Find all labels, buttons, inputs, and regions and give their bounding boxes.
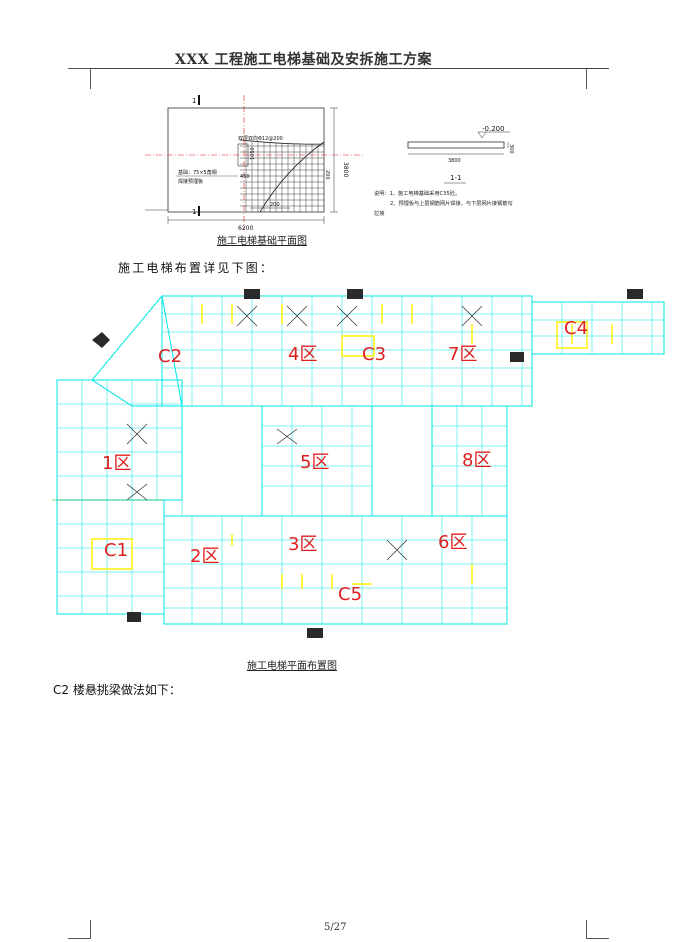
zone-label-3: 3区 [288, 534, 317, 555]
section-thickness-label: 300 [508, 144, 514, 154]
zone-label-5: 5区 [300, 452, 329, 473]
dim-200-horizontal-label: 200 [270, 202, 280, 208]
zone-label-4: 4区 [288, 344, 317, 365]
embed-note-line2: 焊接预埋板 [178, 178, 203, 185]
elevator-label-c1: C1 [104, 540, 128, 561]
elevator-label-c2: C2 [158, 346, 182, 367]
zone-label-1: 1区 [102, 453, 131, 474]
section-detail-drawing: -0.200 3800 300 1-1 [407, 125, 514, 184]
section-label: 1-1 [450, 174, 461, 182]
note-line-3: 拉接 [374, 209, 384, 217]
dim-1050-label: 1050 [250, 147, 256, 160]
opening-markers [126, 305, 483, 561]
yellow-columns [91, 304, 613, 589]
dim-height-label: 3800 [342, 162, 349, 177]
elevator-label-c3: C3 [362, 344, 386, 365]
section-mark-bottom: 1 [192, 208, 196, 216]
page-number: 5/27 [324, 922, 347, 933]
grid-lines [57, 296, 664, 624]
dim-450-label: 450 [240, 174, 250, 180]
foundation-plan-caption: 施工电梯基础平面图 [217, 236, 307, 247]
section-width-label: 3800 [448, 158, 461, 164]
elevator-label-c5: C5 [338, 584, 362, 605]
dim-width-label: 6200 [238, 225, 253, 232]
section-elevation: -0.200 [482, 125, 505, 133]
zone-label-8: 8区 [462, 450, 491, 471]
note-line-1: 说明：1、施工电梯基础采用C35砼。 [374, 189, 460, 197]
construction-notes: 说明：1、施工电梯基础采用C35砼。 2、预埋板与上层钢筋网片焊接，与下层网片接… [374, 189, 513, 217]
section-mark-top: 1 [192, 97, 196, 105]
rebar-grid-hatch [240, 140, 324, 212]
layout-intro-paragraph: 施工电梯布置详见下图： [118, 261, 275, 275]
header-rule [90, 68, 607, 69]
elevator-label-c4: C4 [564, 318, 588, 339]
zone-label-2: 2区 [190, 546, 219, 567]
c2-beam-paragraph: C2 楼悬挑梁做法如下： [53, 683, 181, 697]
rebar-note: 双层双向Φ12@200 [238, 135, 283, 142]
layout-plan-caption: 施工电梯平面布置图 [247, 661, 337, 672]
embed-note-line1: 基础：75×5角钢 [178, 169, 217, 176]
crop-mark-bottom-right [586, 920, 609, 939]
dim-200-vertical-label: 200 [324, 170, 330, 180]
zone-label-7: 7区 [448, 344, 477, 365]
document-header-title: XXX 工程施工电梯基础及安拆施工方案 [175, 52, 432, 68]
hoist-markers [92, 289, 643, 638]
elevator-layout-plan: 1区 2区 3区 4区 5区 6区 7区 8区 C1 C2 C3 C4 C5 [52, 289, 665, 638]
crop-mark-top-right [586, 68, 609, 89]
zone-label-6: 6区 [438, 532, 467, 553]
foundation-plan-drawing: 1 1 6200 3800 1050 450 200 200 双层双向Φ12@2… [145, 95, 365, 232]
note-line-2: 2、预埋板与上层钢筋网片焊接，与下层网片接钢筋勾 [390, 199, 513, 207]
crop-mark-bottom-left [68, 920, 91, 939]
crop-mark-top-left [68, 68, 91, 89]
